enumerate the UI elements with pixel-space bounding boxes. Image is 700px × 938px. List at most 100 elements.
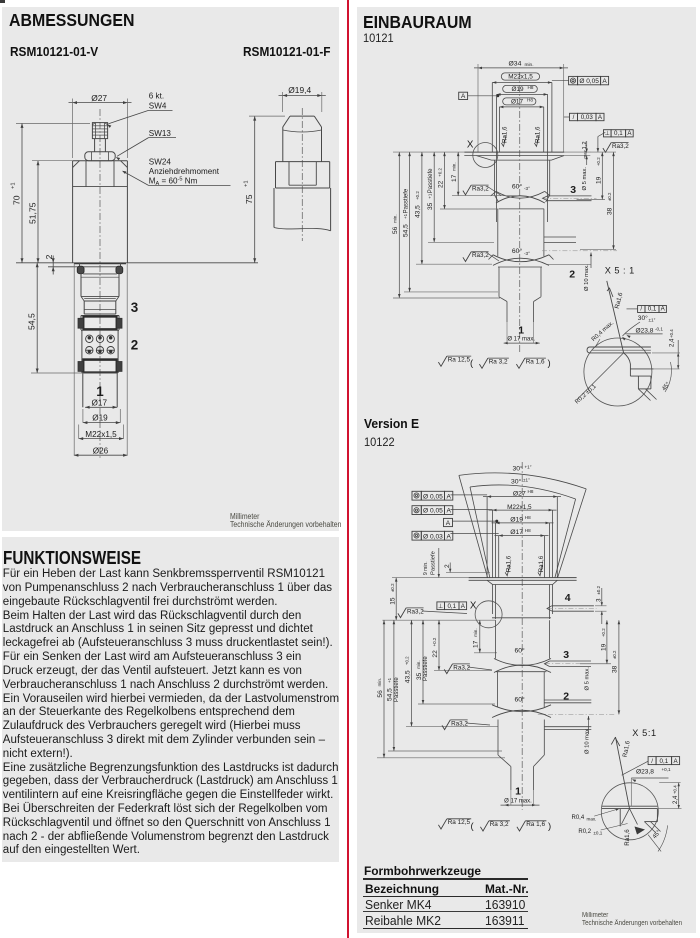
svg-text:Ø 5 max.: Ø 5 max. [584, 667, 590, 691]
svg-text:2: 2 [563, 690, 569, 702]
svg-text:min.: min. [451, 162, 456, 170]
svg-text:Ø27: Ø27 [91, 93, 107, 103]
svg-text:Ø 10 max.: Ø 10 max. [584, 727, 590, 754]
svg-text:Ø 0,05: Ø 0,05 [423, 508, 443, 515]
svg-text:A: A [446, 508, 451, 515]
svg-text:0,1: 0,1 [660, 758, 669, 765]
svg-text:Ra 12,5: Ra 12,5 [448, 357, 471, 364]
svg-text:+0,1: +0,1 [662, 767, 672, 772]
svg-text:3: 3 [131, 300, 138, 315]
svg-text:Ø 0,05: Ø 0,05 [423, 493, 443, 500]
svg-text:A: A [598, 114, 603, 121]
svg-text:): ) [548, 358, 551, 369]
svg-text:A: A [446, 520, 451, 527]
svg-text:Passtiefe: Passtiefe [428, 168, 434, 193]
svg-text:30°: 30° [511, 478, 522, 486]
svg-text:A: A [627, 130, 632, 137]
svg-text:H8: H8 [528, 489, 534, 494]
svg-text:1: 1 [515, 785, 521, 797]
svg-text:0,1: 0,1 [648, 306, 657, 313]
svg-text:H8: H8 [527, 98, 533, 103]
svg-text:X 5 : 1: X 5 : 1 [605, 265, 635, 275]
svg-text:+0.2: +0.2 [438, 167, 443, 176]
svg-text:Passtiefe: Passtiefe [423, 656, 429, 681]
svg-text:(: ( [470, 358, 474, 369]
svg-text:SW13: SW13 [149, 129, 172, 138]
svg-text:38: 38 [611, 665, 618, 673]
svg-text:±0.2: ±0.2 [596, 585, 601, 594]
svg-text:Ra3,2: Ra3,2 [407, 608, 424, 615]
svg-text:min.: min. [416, 660, 421, 668]
svg-text:(: ( [471, 821, 475, 832]
svg-text:19: 19 [600, 643, 607, 651]
svg-text:Ø 10 max.: Ø 10 max. [584, 264, 590, 291]
svg-text:0,1: 0,1 [614, 130, 623, 137]
svg-text:⊥: ⊥ [438, 603, 443, 610]
svg-text:Ra1,6: Ra1,6 [622, 740, 632, 758]
svg-text:51,75: 51,75 [27, 202, 37, 224]
svg-text:SW4: SW4 [149, 101, 167, 110]
svg-text:43,5: 43,5 [404, 670, 411, 683]
svg-text:Ra1,6: Ra1,6 [535, 126, 542, 143]
svg-text:70: 70 [11, 195, 21, 205]
svg-text:-3°: -3° [524, 186, 530, 191]
svg-text:Ra3,2: Ra3,2 [612, 143, 629, 150]
svg-text:Ø19: Ø19 [510, 516, 523, 523]
svg-text:19: 19 [596, 176, 603, 184]
svg-text:+0.2: +0.2 [415, 191, 420, 200]
svg-text:A: A [446, 493, 451, 500]
svg-text:A: A [461, 93, 466, 100]
svg-text:2: 2 [444, 564, 451, 568]
svg-text:/: / [573, 114, 575, 121]
svg-text:22: 22 [432, 650, 439, 658]
svg-text:Ra 3,2: Ra 3,2 [490, 821, 509, 828]
svg-text:Ø 0,05: Ø 0,05 [579, 78, 599, 85]
svg-text:60°: 60° [512, 182, 523, 190]
svg-text:35: 35 [427, 202, 434, 210]
svg-text:±1°: ±1° [523, 478, 530, 483]
svg-text:Passtiefe: Passtiefe [394, 677, 400, 702]
svg-text:38: 38 [607, 207, 614, 215]
svg-text:M22x1,5: M22x1,5 [508, 74, 533, 81]
svg-text:Anziehdrehmoment: Anziehdrehmoment [149, 167, 220, 176]
svg-text:2,4: 2,4 [673, 795, 679, 804]
svg-text:Ø17: Ø17 [511, 99, 524, 106]
svg-text:+0.2: +0.2 [405, 656, 410, 665]
svg-text:M22x1,5: M22x1,5 [85, 430, 117, 439]
svg-text:Ø 17 max.: Ø 17 max. [507, 336, 535, 342]
svg-text:54,5: 54,5 [402, 224, 409, 237]
svg-text:Ø19: Ø19 [511, 86, 524, 93]
svg-text:9 min.: 9 min. [423, 561, 429, 575]
svg-text:Ra 12,5: Ra 12,5 [448, 819, 471, 826]
svg-text:A: A [602, 78, 607, 85]
svg-text:0,1: 0,1 [447, 603, 456, 610]
svg-text:min.: min. [377, 678, 382, 686]
svg-text:X 5:1: X 5:1 [632, 728, 656, 738]
svg-text:Ø19: Ø19 [92, 414, 108, 423]
svg-text:Ra 1,6: Ra 1,6 [526, 821, 545, 828]
svg-text:+0.2: +0.2 [596, 157, 601, 166]
svg-text:60°: 60° [515, 647, 526, 655]
svg-text:A: A [674, 758, 679, 765]
svg-text:±0.2: ±0.2 [390, 583, 395, 592]
svg-text:-0,1: -0,1 [655, 326, 663, 331]
svg-text:Ø23,8: Ø23,8 [636, 768, 654, 775]
svg-text:1: 1 [96, 384, 104, 399]
svg-text:2: 2 [44, 254, 54, 259]
svg-text:Ra1,6: Ra1,6 [614, 291, 625, 309]
svg-text:6 kt.: 6 kt. [149, 91, 164, 100]
svg-text:17: 17 [451, 174, 458, 182]
svg-text:max.: max. [583, 149, 588, 159]
svg-text:+0.2: +0.2 [432, 637, 437, 646]
svg-text:Ra1,6: Ra1,6 [505, 555, 512, 572]
svg-text:Ra1,6: Ra1,6 [538, 555, 545, 572]
svg-text:2: 2 [569, 269, 575, 281]
svg-text:Ø19,4: Ø19,4 [288, 85, 311, 95]
svg-text:H8: H8 [528, 85, 534, 90]
svg-text:±0,1: ±0,1 [593, 830, 602, 835]
svg-text:Ra1,6: Ra1,6 [502, 126, 509, 143]
svg-text:R0,4: R0,4 [572, 815, 585, 821]
svg-text:17: 17 [473, 640, 480, 648]
svg-text:54,5: 54,5 [27, 313, 37, 330]
svg-text:+1: +1 [243, 180, 249, 187]
